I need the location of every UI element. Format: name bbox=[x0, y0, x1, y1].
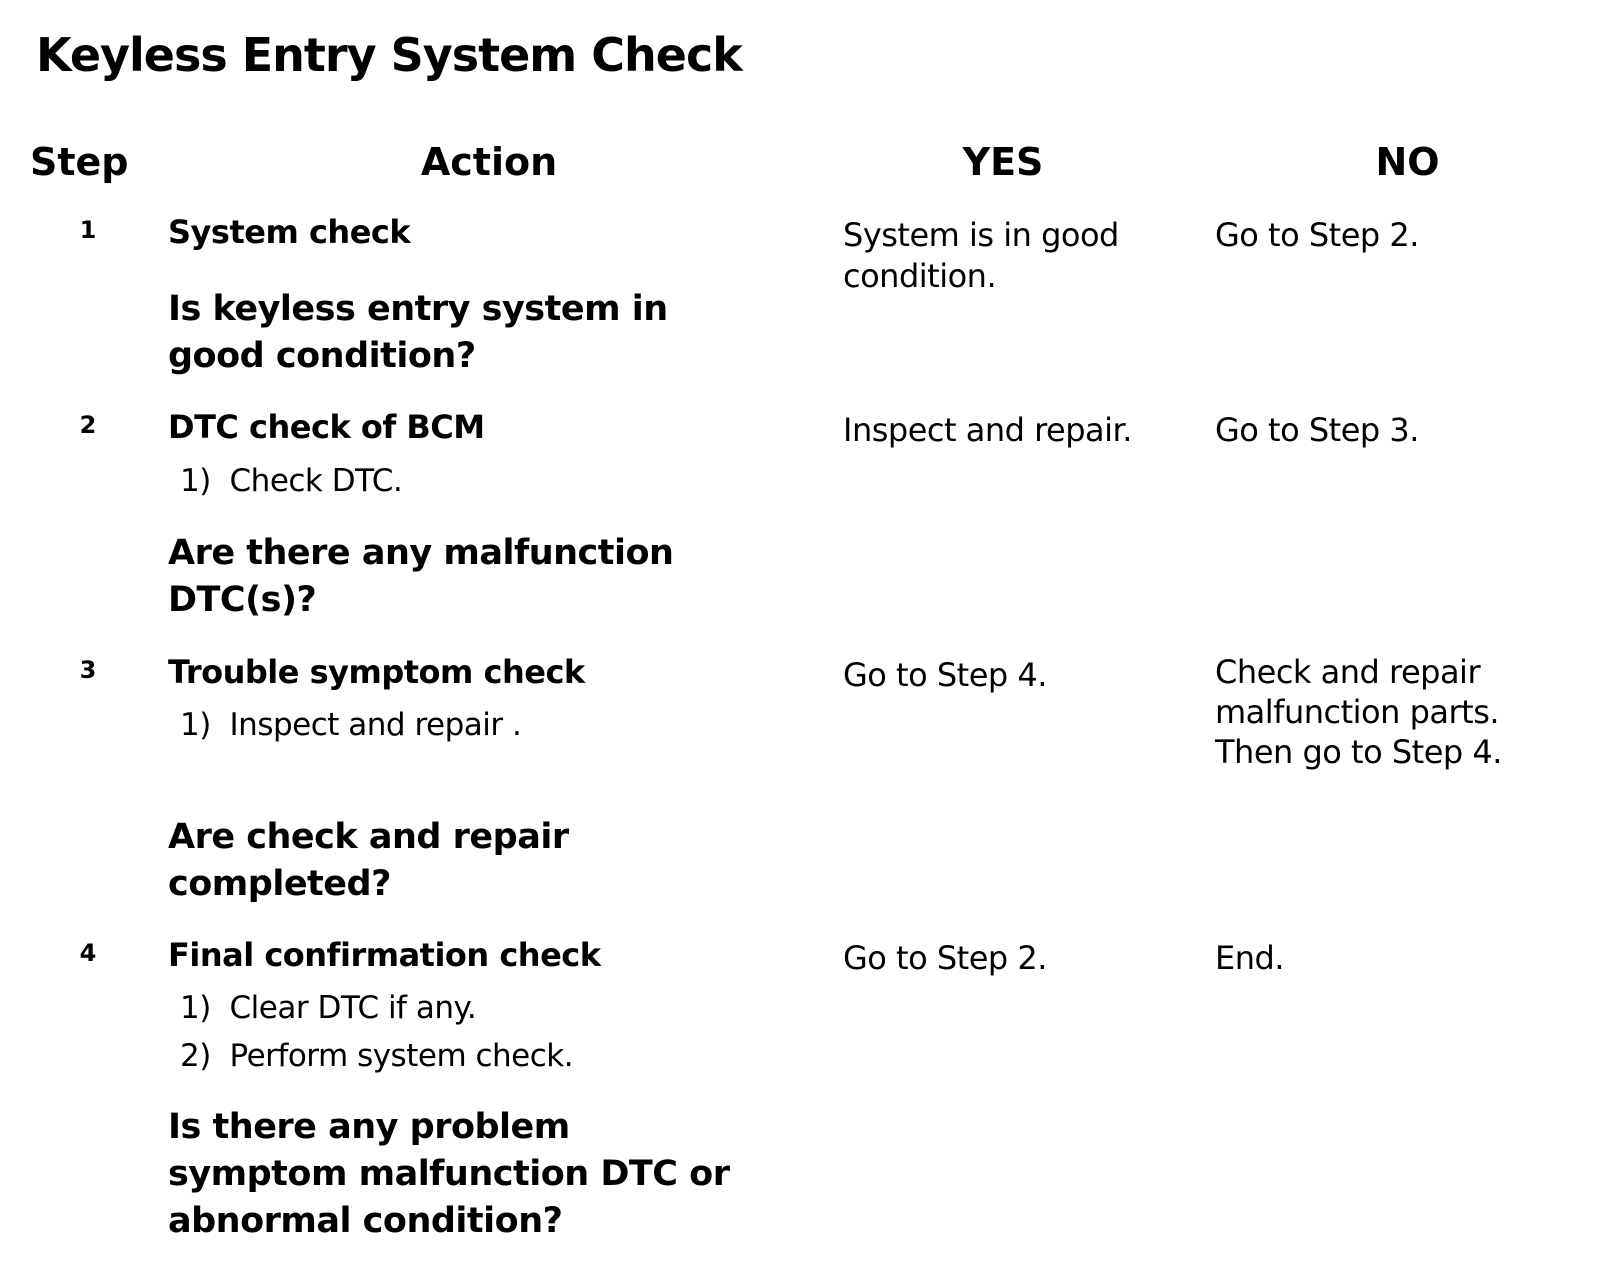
yes-cell: Go to Step 2. bbox=[843, 939, 1047, 977]
column-header-action: Action bbox=[420, 140, 558, 184]
yes-cell: Inspect and repair. bbox=[843, 411, 1132, 449]
column-header-step: Step bbox=[30, 140, 129, 184]
action-title: Trouble symptom check bbox=[168, 653, 585, 691]
yes-cell: Go to Step 4. bbox=[843, 656, 1047, 694]
no-cell: End. bbox=[1215, 939, 1284, 977]
no-cell: Check and repair malfunction parts. Then… bbox=[1215, 653, 1502, 771]
action-item: 1) Clear DTC if any. bbox=[180, 990, 477, 1026]
column-header-no: NO bbox=[1375, 140, 1440, 184]
action-question: Is there any problem symptom malfunction… bbox=[168, 1107, 730, 1241]
action-item: 1) Check DTC. bbox=[180, 463, 403, 499]
action-title: DTC check of BCM bbox=[168, 408, 485, 446]
action-question: Are check and repair completed? bbox=[168, 817, 569, 904]
action-title: Final confirmation check bbox=[168, 936, 601, 974]
action-title: System check bbox=[168, 213, 411, 251]
yes-cell: System is in good condition. bbox=[843, 216, 1119, 295]
column-header-yes: YES bbox=[962, 140, 1044, 184]
action-item: 2) Perform system check. bbox=[180, 1038, 574, 1074]
action-item: 1) Inspect and repair . bbox=[180, 707, 522, 743]
step-number: 2 bbox=[79, 411, 97, 439]
step-number: 3 bbox=[79, 656, 97, 684]
step-number: 1 bbox=[79, 216, 97, 244]
no-cell: Go to Step 2. bbox=[1215, 216, 1419, 254]
action-question: Are there any malfunction DTC(s)? bbox=[168, 533, 674, 620]
page-title: Keyless Entry System Check bbox=[36, 28, 743, 82]
step-number: 4 bbox=[79, 939, 97, 967]
no-cell: Go to Step 3. bbox=[1215, 411, 1419, 449]
action-question: Is keyless entry system in good conditio… bbox=[168, 289, 668, 376]
